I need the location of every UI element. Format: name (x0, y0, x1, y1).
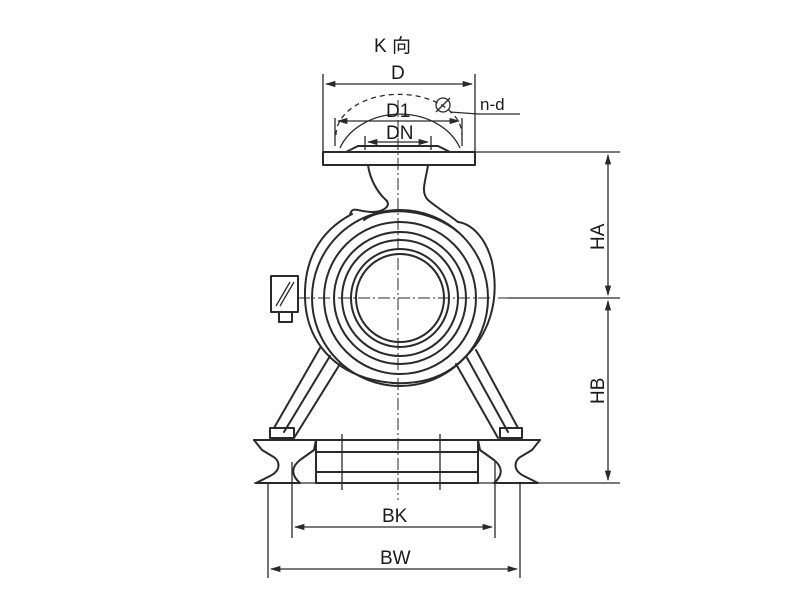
volute-casing (303, 209, 496, 387)
label-d: D (391, 63, 405, 84)
discharge-flange (322, 93, 476, 166)
label-ha: HA (588, 223, 609, 250)
dimension-ha-hb (475, 151, 620, 484)
label-bw: BW (380, 548, 411, 569)
view-k-label: K 向 (374, 35, 411, 57)
bolt-hole-icon (435, 97, 520, 115)
side-box (270, 275, 299, 323)
label-hb: HB (588, 378, 609, 404)
dimension-d1 (334, 117, 463, 146)
base-frame (253, 434, 541, 490)
dimension-bk-bw (267, 462, 521, 578)
label-d1: D1 (386, 101, 410, 122)
label-bk: BK (382, 506, 408, 527)
label-dn: DN (386, 123, 413, 144)
support-legs (269, 347, 523, 439)
label-n-d: n-d (480, 95, 505, 114)
dimension-dn (364, 136, 432, 150)
dimension-d (322, 74, 476, 152)
